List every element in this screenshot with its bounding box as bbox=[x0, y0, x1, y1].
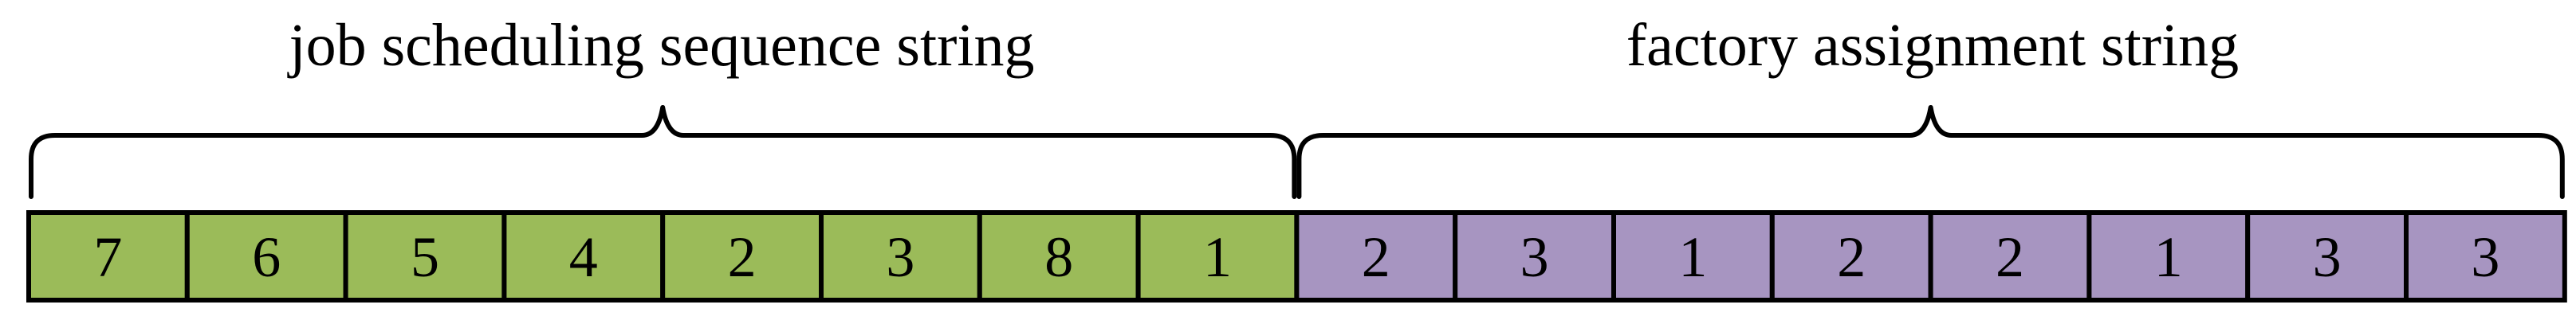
factory-assignment-cell-value: 2 bbox=[1362, 225, 1390, 289]
factory-assignment-cell-value: 3 bbox=[1520, 225, 1549, 289]
job-sequence-title: job scheduling sequence string bbox=[286, 12, 1034, 79]
job-sequence-cell bbox=[26, 210, 190, 303]
job-sequence-cell bbox=[1135, 210, 1300, 303]
factory-assignment-brace bbox=[1296, 105, 2565, 199]
job-sequence-cell-value: 8 bbox=[1044, 225, 1073, 289]
factory-assignment-cell-value: 1 bbox=[1678, 225, 1707, 289]
job-sequence-cell-value: 1 bbox=[1203, 225, 1232, 289]
chromosome-cells: 7 6 5 4 2 3 8 1 2 3 1 2 2 1 3 3 bbox=[26, 210, 2567, 303]
job-sequence-cell bbox=[184, 210, 348, 303]
factory-assignment-cell-value: 2 bbox=[1837, 225, 1866, 289]
factory-assignment-cell-value: 1 bbox=[2154, 225, 2183, 289]
job-sequence-cell-value: 2 bbox=[728, 225, 757, 289]
factory-assignment-cell bbox=[1453, 210, 1616, 303]
job-sequence-cell-value: 5 bbox=[411, 225, 439, 289]
factory-assignment-cell bbox=[1769, 210, 1933, 303]
factory-assignment-cell bbox=[1294, 210, 1458, 303]
factory-assignment-cell-value: 3 bbox=[2313, 225, 2342, 289]
factory-assignment-cell bbox=[1928, 210, 2092, 303]
job-sequence-cell-value: 3 bbox=[886, 225, 914, 289]
job-sequence-brace bbox=[29, 105, 1297, 199]
job-sequence-cell-value: 7 bbox=[93, 225, 122, 289]
job-sequence-cell bbox=[660, 210, 824, 303]
job-sequence-cell-value: 4 bbox=[569, 225, 598, 289]
job-sequence-cell bbox=[977, 210, 1141, 303]
factory-assignment-cell bbox=[2086, 210, 2251, 303]
factory-assignment-cell-value: 3 bbox=[2471, 225, 2499, 289]
job-sequence-cell-value: 6 bbox=[252, 225, 281, 289]
job-sequence-cell bbox=[819, 210, 982, 303]
job-sequence-cell bbox=[343, 210, 507, 303]
factory-assignment-title: factory assignment string bbox=[1626, 12, 2239, 79]
factory-assignment-cell bbox=[2404, 210, 2567, 303]
factory-assignment-cell-value: 2 bbox=[1996, 225, 2024, 289]
